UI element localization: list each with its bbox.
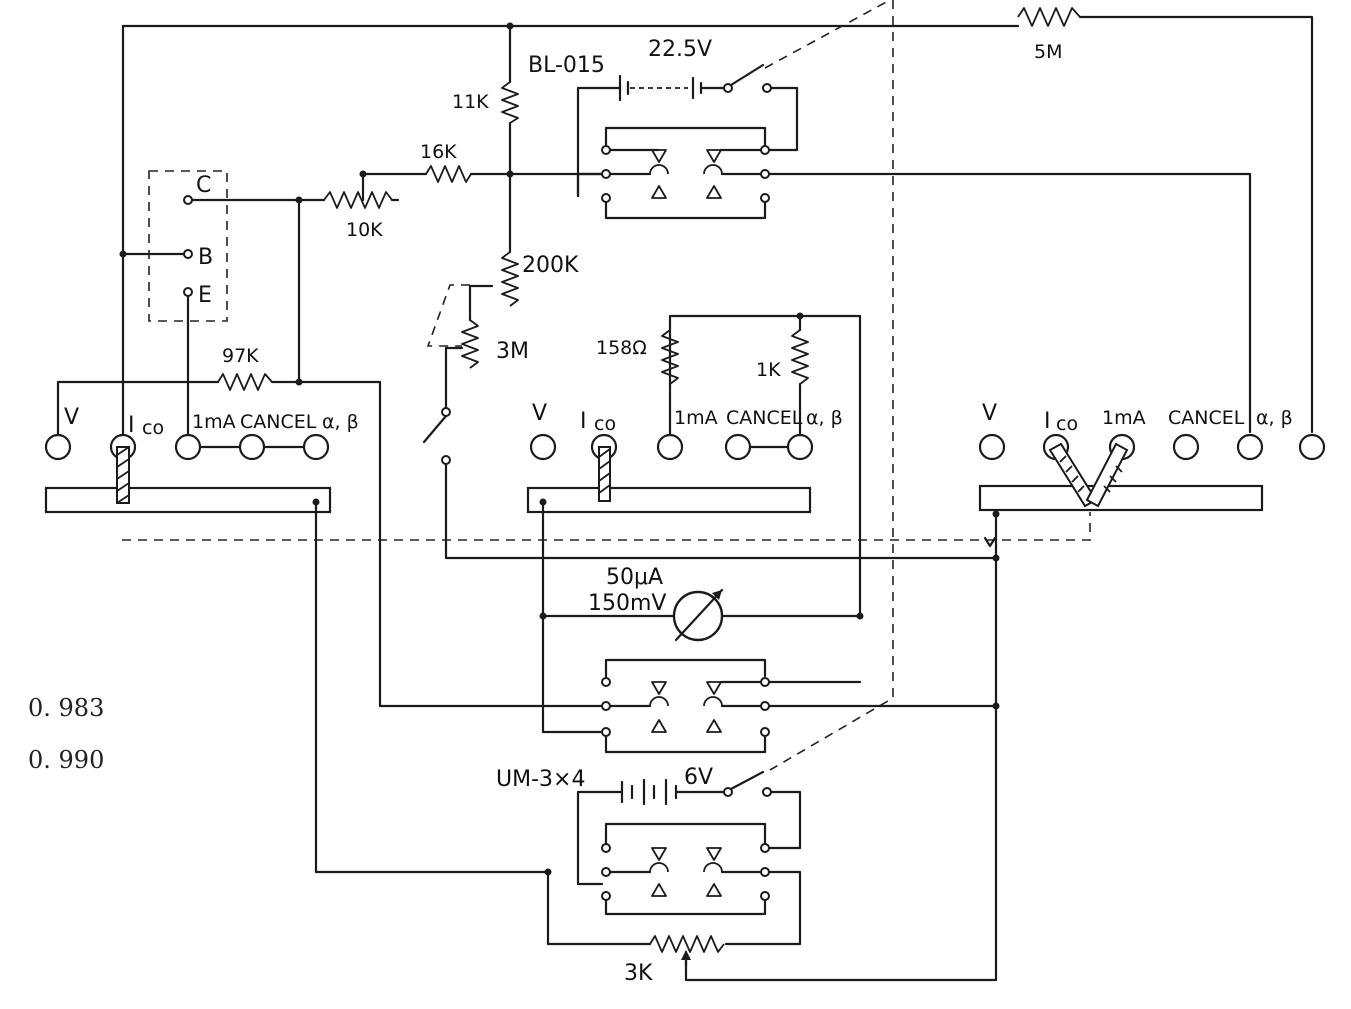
right-ab-label: α, β [1256, 407, 1293, 429]
left-ab-label: α, β [322, 411, 359, 433]
labels: BL-015 22.5V 11K 16K 10K 200K 3M 97K 5M … [28, 37, 1293, 986]
terminal-b-label: B [198, 245, 213, 270]
left-1ma-label: 1mA [192, 411, 236, 433]
terminal-c-label: C [196, 173, 211, 198]
bias-network [56, 165, 998, 708]
left-ico-sub-label: co [142, 417, 164, 439]
right-1ma-label: 1mA [1102, 407, 1146, 429]
mid-v-label: V [532, 401, 547, 426]
resistor-200k-label: 200K [522, 253, 579, 278]
resistor-3k-label: 3K [624, 961, 653, 986]
switch-s3 [544, 770, 802, 968]
left-v-label: V [64, 405, 79, 430]
meter [672, 588, 724, 642]
mid-ab-label: α, β [806, 407, 843, 429]
mid-ico-sub-label: co [594, 413, 616, 435]
battery-um-voltage-label: 6V [684, 765, 713, 790]
battery-bl-label: BL-015 [528, 53, 605, 78]
right-cancel-label: CANCEL [1168, 407, 1245, 429]
mid-cancel-label: CANCEL [726, 407, 803, 429]
battery-bl-voltage-label: 22.5V [648, 37, 712, 62]
battery-um-label: UM-3×4 [496, 767, 585, 792]
right-v-label: V [982, 401, 997, 426]
resistor-16k-label: 16K [420, 141, 457, 163]
side-value-1: 0. 983 [28, 694, 104, 722]
mechanical-links [122, 0, 1091, 771]
middle-switch-bank [526, 433, 864, 620]
resistor-5m-label: 5M [1034, 41, 1062, 63]
left-ico-i-label: I [128, 413, 135, 438]
side-value-2: 0. 990 [28, 746, 104, 774]
resistor-97k-label: 97K [222, 345, 259, 367]
terminal-e-label: E [198, 283, 212, 308]
supply-section [501, 24, 1252, 434]
meter-current-label: 50μA [606, 565, 663, 590]
left-cancel-label: CANCEL [240, 411, 317, 433]
mid-ico-i-label: I [580, 409, 587, 434]
resistor-1k-label: 1K [756, 359, 781, 381]
right-ico-i-label: I [1044, 409, 1051, 434]
resistor-158-label: 158Ω [596, 337, 647, 359]
right-switch-bank [684, 433, 1326, 982]
mid-1ma-label: 1mA [674, 407, 718, 429]
switch-s2 [541, 614, 998, 754]
top-rail [121, 7, 1314, 442]
resistor-3m-label: 3M [496, 339, 529, 364]
shunt-network [661, 312, 862, 618]
right-ico-sub-label: co [1056, 413, 1078, 435]
meter-voltage-label: 150mV [588, 591, 666, 616]
resistor-10k-label: 10K [346, 219, 383, 241]
resistor-11k-label: 11K [452, 91, 489, 113]
left-switch-bank [44, 433, 550, 874]
